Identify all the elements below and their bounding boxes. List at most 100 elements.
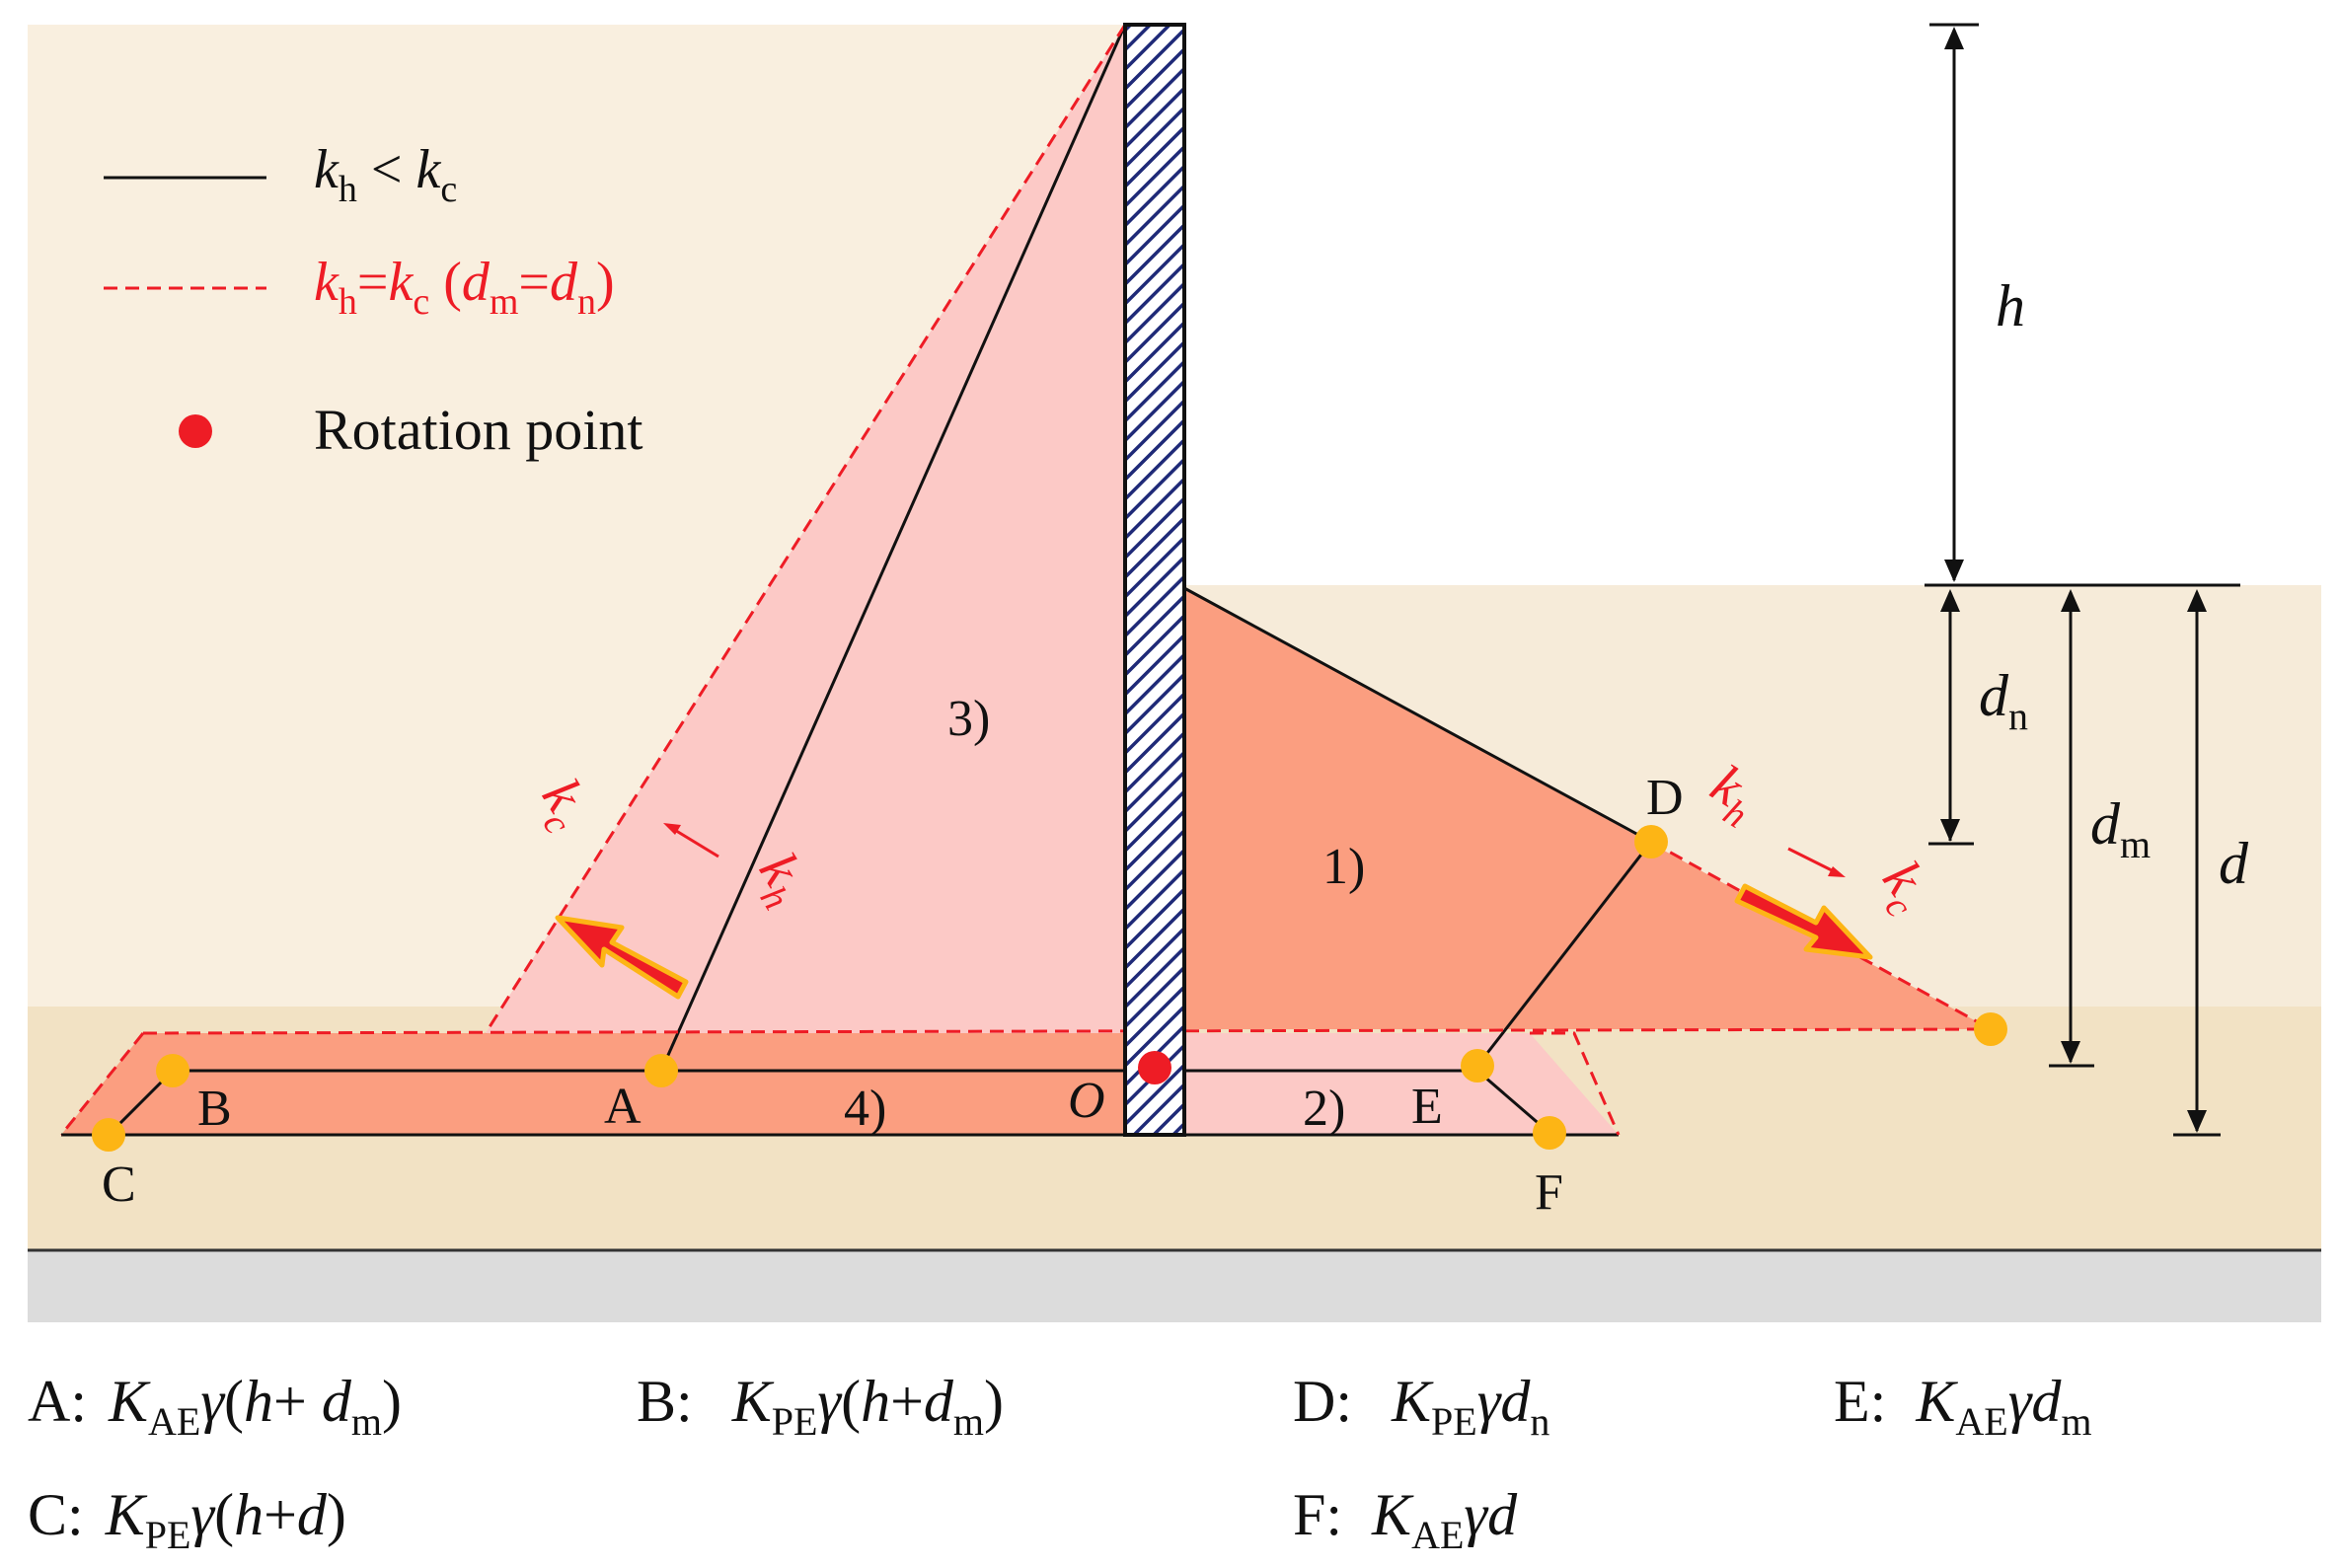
region-1-label: 1) [1322,839,1365,895]
formula-c-sub: PE [145,1513,191,1557]
dim-dm-sub: m [2120,822,2151,866]
dim-dn-label: d [1979,663,2009,728]
formula-d: D: KPEγdn [1293,1369,1549,1444]
thin-arrow-left [663,823,719,859]
legend-solid-lt: < [357,139,416,200]
formula-f-label: F: [1293,1482,1342,1547]
formula-d-k: K [1391,1369,1434,1434]
region-2-pink [1184,1033,1619,1135]
formula-c-d: d [297,1482,328,1547]
point-o-label: O [1068,1073,1105,1129]
formula-a-d: d [322,1369,352,1434]
legend: kh < kc kh=kc (dm=dn) Rotation point [104,139,643,462]
formula-a: A:KAEγ(h+ dm) [28,1369,402,1444]
formula-e-sub: AE [1955,1399,2007,1444]
kh-lt-kc-lines [61,24,1653,1137]
formula-e-label: E: [1834,1369,1886,1434]
legend-dash-kh-sub: h [339,281,357,323]
region-3-label: 3) [947,691,990,747]
region-4-salmon [61,1033,1125,1135]
legend-dash-dn-sub: n [577,281,596,323]
formula-a-k: K [108,1369,151,1434]
formula-b-open: ( [841,1369,861,1434]
legend-dash-paren-open: ( [429,252,462,313]
formula-b: B:KPEγ(h+dm) [637,1369,1004,1444]
svg-text:kh=kc (dm=dn): kh=kc (dm=dn) [314,252,615,323]
formula-a-close: ) [382,1369,402,1434]
svg-text:dn: dn [1979,663,2028,738]
formula-b-d: d [924,1369,954,1434]
formula-c-open: ( [214,1482,234,1547]
formula-e-d: d [2031,1369,2062,1434]
dim-d-label: d [2219,831,2249,896]
point-e-label: E [1411,1079,1443,1135]
point-dm-end-dot [1974,1012,2007,1046]
legend-rotation-dot [179,414,212,448]
retaining-wall [1123,23,1186,1137]
legend-solid-kc-sub: c [440,169,457,210]
legend-dash-dm: d [462,252,491,313]
dim-dm-label: d [2090,791,2121,857]
kh-eq-kc-lines [59,24,1992,1136]
legend-solid-kh: k [314,139,340,200]
formula-d-label: D: [1293,1369,1352,1434]
thin-arrow-right [1787,847,1846,877]
formula-f-sub: AE [1411,1513,1464,1557]
formula-c: C:KPEγ(h+d) [28,1482,346,1557]
base-stratum [28,1250,2321,1322]
formula-a-open: ( [224,1369,244,1434]
formula-e-k: K [1915,1369,1958,1434]
point-f-label: F [1535,1164,1563,1221]
legend-dash-kc: k [388,252,414,313]
formula-b-close: ) [984,1369,1004,1434]
point-c-dot [92,1118,125,1152]
legend-dash-kh: k [314,252,340,313]
point-e-dot [1461,1049,1494,1083]
dim-dn-sub: n [2008,694,2028,738]
formula-f-d: d [1487,1482,1518,1547]
region-4-label: 4) [844,1081,886,1137]
formula-e-d-sub: m [2061,1399,2091,1444]
legend-solid-kh-sub: h [339,169,357,210]
point-c-label: C [102,1157,136,1213]
legend-dash-dn: d [550,252,578,313]
region-2-label: 2) [1303,1081,1345,1137]
formula-b-label: B: [637,1369,693,1434]
legend-dash-kc-sub: c [413,281,429,323]
formula-a-d-sub: m [351,1399,382,1444]
point-b-label: B [197,1081,232,1137]
formula-a-h: h [244,1369,273,1434]
formula-b-d-sub: m [953,1399,984,1444]
formula-a-sub: AE [148,1399,200,1444]
formula-d-gamma: γ [1477,1369,1502,1434]
formula-e-gamma: γ [2008,1369,2033,1434]
formula-d-d-sub: n [1530,1399,1549,1444]
formula-b-sub: PE [772,1399,818,1444]
formula-c-plus: + [264,1482,297,1547]
rotation-point-marker [1138,1051,1171,1084]
legend-dash-paren-close: ) [596,252,615,313]
legend-solid-kc: k [415,139,441,200]
formula-e: E: KAEγdm [1834,1369,2091,1444]
key-points [92,825,2007,1152]
formula-c-k: K [105,1482,148,1547]
point-a-dot [644,1054,678,1087]
formula-c-gamma: γ [190,1482,215,1547]
formula-b-h: h [861,1369,890,1434]
legend-rotation-label: Rotation point [314,398,643,462]
formula-d-d: d [1500,1369,1531,1434]
svg-text:dm: dm [2090,791,2151,866]
formula-d-sub: PE [1431,1399,1477,1444]
formula-f-k: K [1371,1482,1414,1547]
right-movement-arrow [1734,883,1873,960]
formula-a-plus: + [273,1369,322,1434]
formula-f: F:KAEγd [1293,1482,1518,1557]
formula-b-plus: + [890,1369,924,1434]
point-a-label: A [604,1079,642,1135]
formula-c-h: h [234,1482,264,1547]
legend-dash-dm-sub: m [490,281,519,323]
point-d-label: D [1646,770,1684,826]
formula-c-label: C: [28,1482,84,1547]
svg-text:kh < kc: kh < kc [314,139,457,210]
